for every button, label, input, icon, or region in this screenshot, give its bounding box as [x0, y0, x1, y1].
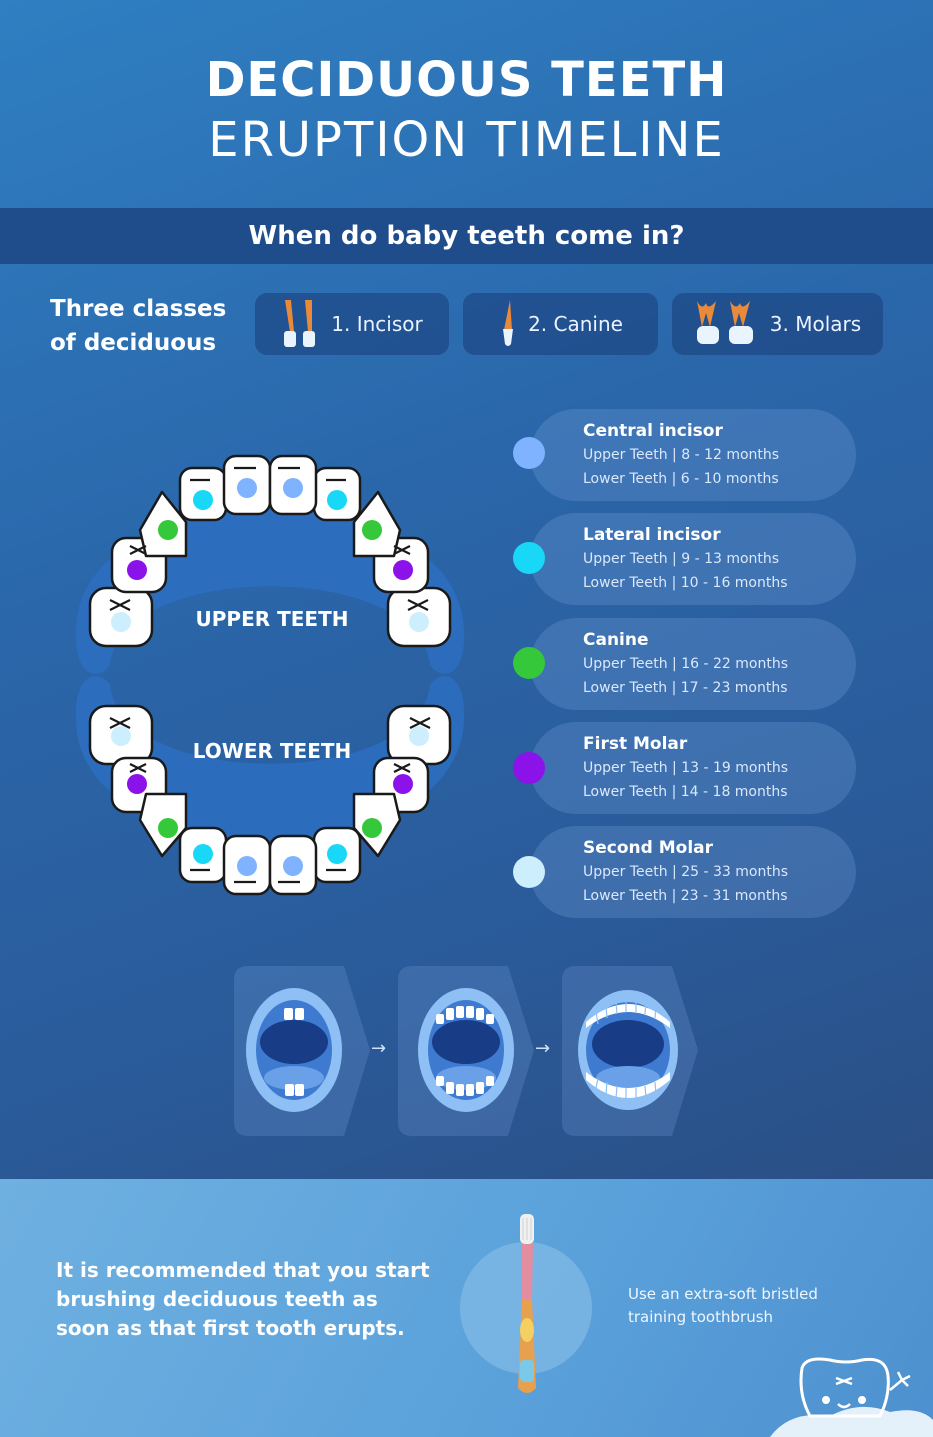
subtitle-band: When do baby teeth come in? — [0, 208, 933, 264]
timeline-name: Canine — [583, 630, 649, 650]
recommendation-text: It is recommended that you start brushin… — [56, 1258, 430, 1340]
class-label-canine: 2. Canine — [528, 312, 623, 336]
timeline-card-second-molar: Second Molar Upper Teeth | 25 - 33 month… — [530, 826, 856, 918]
timeline-name: Lateral incisor — [583, 525, 721, 545]
mouth-stage-3 — [562, 966, 698, 1136]
class-label-molars: 3. Molars — [769, 312, 862, 336]
toothbrush-illustration — [460, 1214, 592, 1393]
timeline-lower: Lower Teeth | 23 - 31 months — [583, 888, 788, 904]
timeline-lower: Lower Teeth | 14 - 18 months — [583, 784, 788, 800]
timeline-name: Second Molar — [583, 838, 713, 858]
central-incisor-dot — [513, 437, 545, 469]
class-pill-molars: 3. Molars — [672, 293, 883, 355]
lateral-incisor-dot — [513, 542, 545, 574]
tooth-mascot-icon — [770, 1357, 933, 1437]
timeline-upper: Upper Teeth | 8 - 12 months — [583, 447, 780, 463]
upper-teeth-label: UPPER TEETH — [196, 607, 349, 631]
progress-arrow-2: → — [535, 1038, 551, 1059]
toothbrush-note: Use an extra-soft bristled training toot… — [628, 1285, 818, 1326]
timeline-lower: Lower Teeth | 17 - 23 months — [583, 680, 788, 696]
timeline-card-central-incisor: Central incisor Upper Teeth | 8 - 12 mon… — [530, 409, 856, 501]
incisor-tooth-icon — [284, 300, 316, 347]
timeline-upper: Upper Teeth | 16 - 22 months — [583, 656, 788, 672]
first-molar-dot — [513, 752, 545, 784]
timeline-upper: Upper Teeth | 25 - 33 months — [583, 864, 788, 880]
timeline-lower: Lower Teeth | 10 - 16 months — [583, 575, 788, 591]
teeth-diagram: UPPER TEETH LOWER TEETH — [75, 454, 465, 896]
second-molar-dot — [513, 856, 545, 888]
class-pill-canine: 2. Canine — [463, 293, 658, 355]
timeline-name: First Molar — [583, 734, 688, 754]
classes-label: Three classes of deciduous — [50, 296, 227, 356]
canine-dot — [513, 647, 545, 679]
title-line-2: ERUPTION TIMELINE — [208, 112, 725, 168]
class-pill-incisor: 1. Incisor — [255, 293, 449, 355]
title-line-1: DECIDUOUS TEETH — [205, 52, 728, 108]
canine-tooth-icon — [503, 300, 514, 346]
timeline-lower: Lower Teeth | 6 - 10 months — [583, 471, 779, 487]
timeline-upper: Upper Teeth | 9 - 13 months — [583, 551, 780, 567]
progress-arrow-1: → — [371, 1038, 387, 1059]
lower-teeth-label: LOWER TEETH — [193, 739, 351, 763]
molar-tooth-icon — [696, 301, 753, 344]
timeline-name: Central incisor — [583, 421, 723, 441]
mouth-stage-2 — [398, 966, 534, 1136]
mouth-stage-1 — [234, 966, 370, 1136]
timeline-card-lateral-incisor: Lateral incisor Upper Teeth | 9 - 13 mon… — [530, 513, 856, 605]
timeline-upper: Upper Teeth | 13 - 19 months — [583, 760, 788, 776]
timeline-card-canine: Canine Upper Teeth | 16 - 22 months Lowe… — [530, 618, 856, 710]
subtitle: When do baby teeth come in? — [248, 221, 685, 251]
timeline-card-first-molar: First Molar Upper Teeth | 13 - 19 months… — [530, 722, 856, 814]
class-label-incisor: 1. Incisor — [331, 312, 423, 336]
